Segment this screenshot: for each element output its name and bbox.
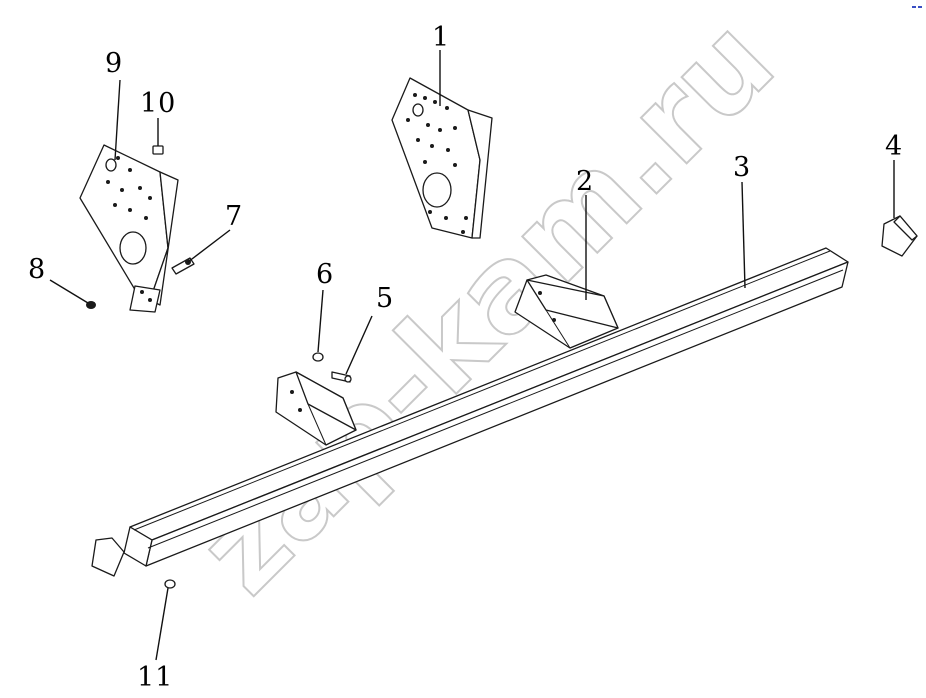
part-3-cross-beam [123, 247, 849, 567]
beam-bracket-left [275, 371, 357, 446]
corner-mark [918, 6, 922, 8]
part-10-nut [152, 145, 164, 155]
callout-2: 2 [576, 166, 594, 197]
part-1-support-plate [391, 77, 493, 239]
callout-5: 5 [376, 283, 394, 314]
callout-7: 7 [225, 201, 243, 232]
corner-mark [912, 6, 916, 8]
leader-line-3 [741, 181, 746, 289]
callout-4: 4 [885, 131, 903, 162]
end-cap-left [91, 537, 125, 577]
callout-11: 11 [137, 662, 173, 693]
callout-3: 3 [733, 152, 751, 183]
callout-8: 8 [28, 254, 46, 285]
leader-line-9 [114, 79, 121, 161]
part-5-bolt [331, 371, 352, 383]
leader-line-7 [187, 229, 231, 263]
leader-line-6 [317, 289, 324, 353]
callout-6: 6 [316, 259, 334, 290]
part-8-nut [86, 301, 96, 309]
callout-10: 10 [140, 88, 176, 119]
part-6-nut [312, 352, 324, 362]
leader-line-5 [345, 315, 373, 375]
hole-pattern [406, 93, 468, 234]
part-4-end-cap [881, 215, 918, 257]
part-9-side-bracket [79, 144, 179, 313]
callout-1: 1 [432, 22, 450, 53]
leader-line-11 [155, 587, 169, 661]
callout-9: 9 [105, 48, 123, 79]
part-2-beam-bracket [514, 274, 619, 349]
leader-line-8 [49, 279, 89, 304]
part-11-bolt [164, 579, 176, 589]
